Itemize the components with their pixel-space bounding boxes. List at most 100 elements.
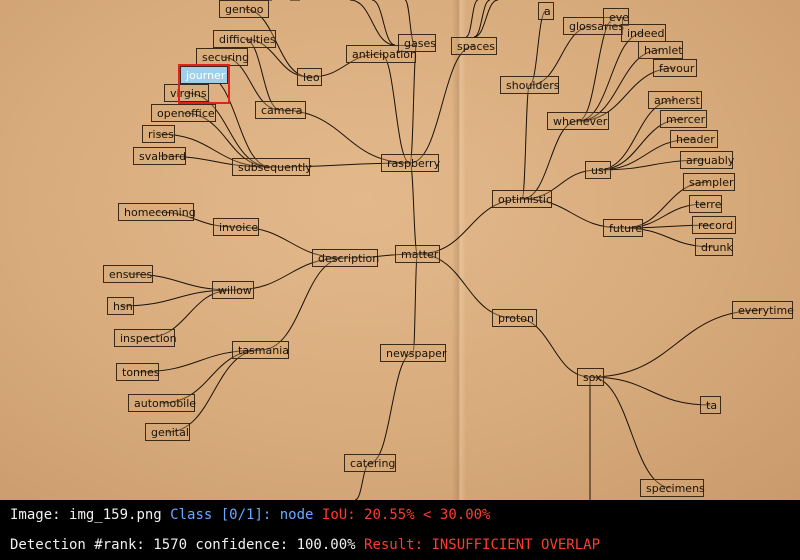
edge-willow-inspection bbox=[144, 289, 234, 339]
node-inspection[interactable]: inspection bbox=[114, 329, 177, 347]
edge-raspberry-camera bbox=[280, 109, 411, 164]
node-everytime[interactable]: everytime bbox=[732, 301, 794, 319]
edge-layer bbox=[120, 0, 763, 500]
node-homecoming[interactable]: homecoming bbox=[118, 203, 196, 221]
node-future[interactable]: future bbox=[603, 219, 643, 237]
result-text: Result: INSUFFICIENT OVERLAP bbox=[364, 537, 601, 553]
node-virgins[interactable]: virgins bbox=[164, 84, 209, 102]
node-record[interactable]: record bbox=[692, 216, 736, 234]
node-gases[interactable]: gases bbox=[398, 34, 436, 52]
node-favour[interactable]: favour bbox=[653, 59, 697, 77]
node-usr[interactable]: usr bbox=[585, 161, 611, 179]
edge-description-tasmania bbox=[260, 257, 346, 351]
node-eve[interactable]: eve bbox=[603, 8, 629, 26]
edge-offcanvas bbox=[465, 0, 479, 38]
edge-future-terre bbox=[622, 203, 706, 229]
edge-usr-arguably bbox=[597, 159, 707, 171]
edge-offcanvas bbox=[473, 0, 491, 38]
node-automobile[interactable]: automobile bbox=[128, 394, 196, 412]
node-willow[interactable]: willow bbox=[212, 281, 254, 299]
node-newspaper[interactable]: newspaper bbox=[380, 344, 446, 362]
edge-offcanvas bbox=[354, 462, 371, 500]
edge-matter-proton bbox=[417, 253, 515, 319]
node-genital[interactable]: genital bbox=[145, 423, 190, 441]
edge-willow-ensures bbox=[127, 273, 234, 291]
node-openoffice[interactable]: openoffice bbox=[151, 104, 216, 122]
edge-offcanvas bbox=[371, 0, 396, 46]
node-header[interactable]: header bbox=[670, 130, 718, 148]
node-sox[interactable]: sox bbox=[577, 368, 604, 386]
edge-optimistic-whenever bbox=[521, 120, 579, 200]
edge-tasmania-automobile bbox=[161, 349, 261, 404]
node-gentoo[interactable]: gentoo bbox=[219, 0, 269, 18]
edge-tasmania-tonnes bbox=[137, 349, 261, 373]
status-line-1: Image: img_159.png Class [0/1]: node IoU… bbox=[10, 507, 490, 523]
node-difficulties[interactable]: difficulties bbox=[213, 30, 276, 48]
node-catering[interactable]: catering bbox=[344, 454, 396, 472]
node-tasmania[interactable]: tasmania bbox=[232, 341, 289, 359]
node-hamlet[interactable]: hamlet bbox=[638, 41, 683, 59]
edge-optimistic-usr bbox=[521, 169, 599, 200]
status-bar: Image: img_159.png Class [0/1]: node IoU… bbox=[0, 500, 800, 560]
node-hsn[interactable]: hsn bbox=[107, 297, 134, 315]
edge-whenever-hamlet bbox=[577, 49, 661, 122]
edge-optimistic-shoulders bbox=[521, 84, 530, 200]
status-line-2: Detection #rank: 1570 confidence: 100.00… bbox=[10, 537, 600, 553]
edge-raspberry-spaces bbox=[409, 45, 475, 164]
node-spaces[interactable]: spaces bbox=[451, 37, 497, 55]
edge-matter-optimistic bbox=[417, 198, 523, 255]
node-arguably[interactable]: arguably bbox=[680, 151, 734, 169]
node-indeed[interactable]: indeed bbox=[621, 24, 666, 42]
edge-offcanvas bbox=[473, 0, 499, 38]
node-specimens[interactable]: specimens bbox=[640, 479, 705, 497]
iou-text: IoU: 20.55% < 30.00% bbox=[321, 507, 491, 523]
node-svalbard[interactable]: svalbard bbox=[133, 147, 186, 165]
edge-raspberry-subsequently bbox=[270, 162, 411, 168]
edge-invoice-homecoming bbox=[155, 211, 237, 228]
edge-subsequently-openoffice bbox=[183, 112, 272, 168]
edge-willow-hsn bbox=[120, 289, 234, 307]
edge-future-sampler bbox=[622, 181, 710, 229]
edge-matter-raspberry bbox=[409, 162, 418, 255]
node-shoulders[interactable]: shoulders bbox=[500, 76, 559, 94]
node-glossaries[interactable]: glossaries bbox=[563, 17, 624, 35]
node-optimistic[interactable]: optimistic bbox=[492, 190, 552, 208]
edge-matter-description bbox=[344, 253, 418, 259]
edge-shoulders-a bbox=[529, 10, 547, 86]
node-invoice[interactable]: invoice bbox=[213, 218, 259, 236]
edge-whenever-favour bbox=[577, 67, 676, 122]
edge-raspberry-anticipation bbox=[380, 53, 411, 164]
detection-box bbox=[178, 64, 230, 104]
node-raspberry[interactable]: raspberry bbox=[381, 154, 440, 172]
node-ensures[interactable]: ensures bbox=[103, 265, 153, 283]
edge-sox-specimens bbox=[590, 376, 673, 489]
node-leo[interactable]: leo bbox=[297, 68, 322, 86]
node-a[interactable]: a bbox=[538, 2, 554, 20]
node-tonnes[interactable]: tonnes bbox=[116, 363, 160, 381]
node-proton[interactable]: proton bbox=[492, 309, 537, 327]
node-amherst[interactable]: amherst bbox=[648, 91, 702, 109]
node-whenever[interactable]: whenever bbox=[547, 112, 609, 130]
edge-proton-sox bbox=[514, 317, 591, 378]
edge-whenever-eve bbox=[577, 16, 617, 122]
node-sampler[interactable]: sampler bbox=[683, 173, 735, 191]
edge-subsequently-rises bbox=[158, 133, 272, 168]
image-name: img_159.png bbox=[69, 507, 162, 523]
edge-matter-newspaper bbox=[412, 253, 418, 354]
node-drunk[interactable]: drunk bbox=[695, 238, 733, 256]
edge-description-willow bbox=[232, 257, 346, 291]
node-rises[interactable]: rises bbox=[142, 125, 175, 143]
node-description[interactable]: description bbox=[312, 249, 379, 267]
paper-fold bbox=[452, 0, 466, 500]
edge-leo-anticipation bbox=[309, 53, 382, 78]
node-camera[interactable]: camera bbox=[255, 101, 306, 119]
node-mercer[interactable]: mercer bbox=[660, 110, 707, 128]
node-matter[interactable]: matter bbox=[395, 245, 440, 263]
node-ta[interactable]: ta bbox=[700, 396, 721, 414]
edge-usr-header bbox=[597, 138, 695, 171]
node-subsequently[interactable]: subsequently bbox=[232, 158, 312, 176]
edge-usr-amherst bbox=[597, 99, 676, 171]
node-journer[interactable]: journer bbox=[180, 66, 228, 84]
edge-newspaper-catering bbox=[369, 352, 414, 464]
node-terre[interactable]: terre bbox=[689, 195, 722, 213]
